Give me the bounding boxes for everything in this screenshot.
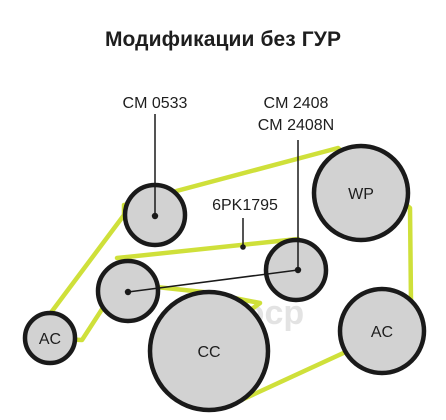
ac-right-label: AC: [371, 324, 393, 341]
pulley-ac-right: AC: [337, 286, 427, 376]
page-title: Модификации без ГУР: [104, 28, 342, 51]
pulley-idler-left: [95, 258, 161, 324]
ac-left-label: AC: [39, 331, 61, 348]
pulley-cc: CC: [147, 289, 271, 413]
cm2408-label: CM 2408: [264, 95, 329, 112]
pulley-wp: WP: [311, 143, 411, 243]
belt-code-label: 6PK1795: [212, 197, 278, 214]
wp-label: WP: [348, 186, 374, 203]
idler-link-line: [127, 269, 299, 293]
belt-code-marker: [240, 244, 246, 250]
cc-label: CC: [197, 344, 220, 361]
cm2408n-label: CM 2408N: [258, 117, 334, 134]
pulley-ac-left: AC: [22, 310, 78, 366]
drive-belt-inner-span: [114, 236, 301, 261]
cm0533-label: CM 0533: [123, 95, 188, 112]
